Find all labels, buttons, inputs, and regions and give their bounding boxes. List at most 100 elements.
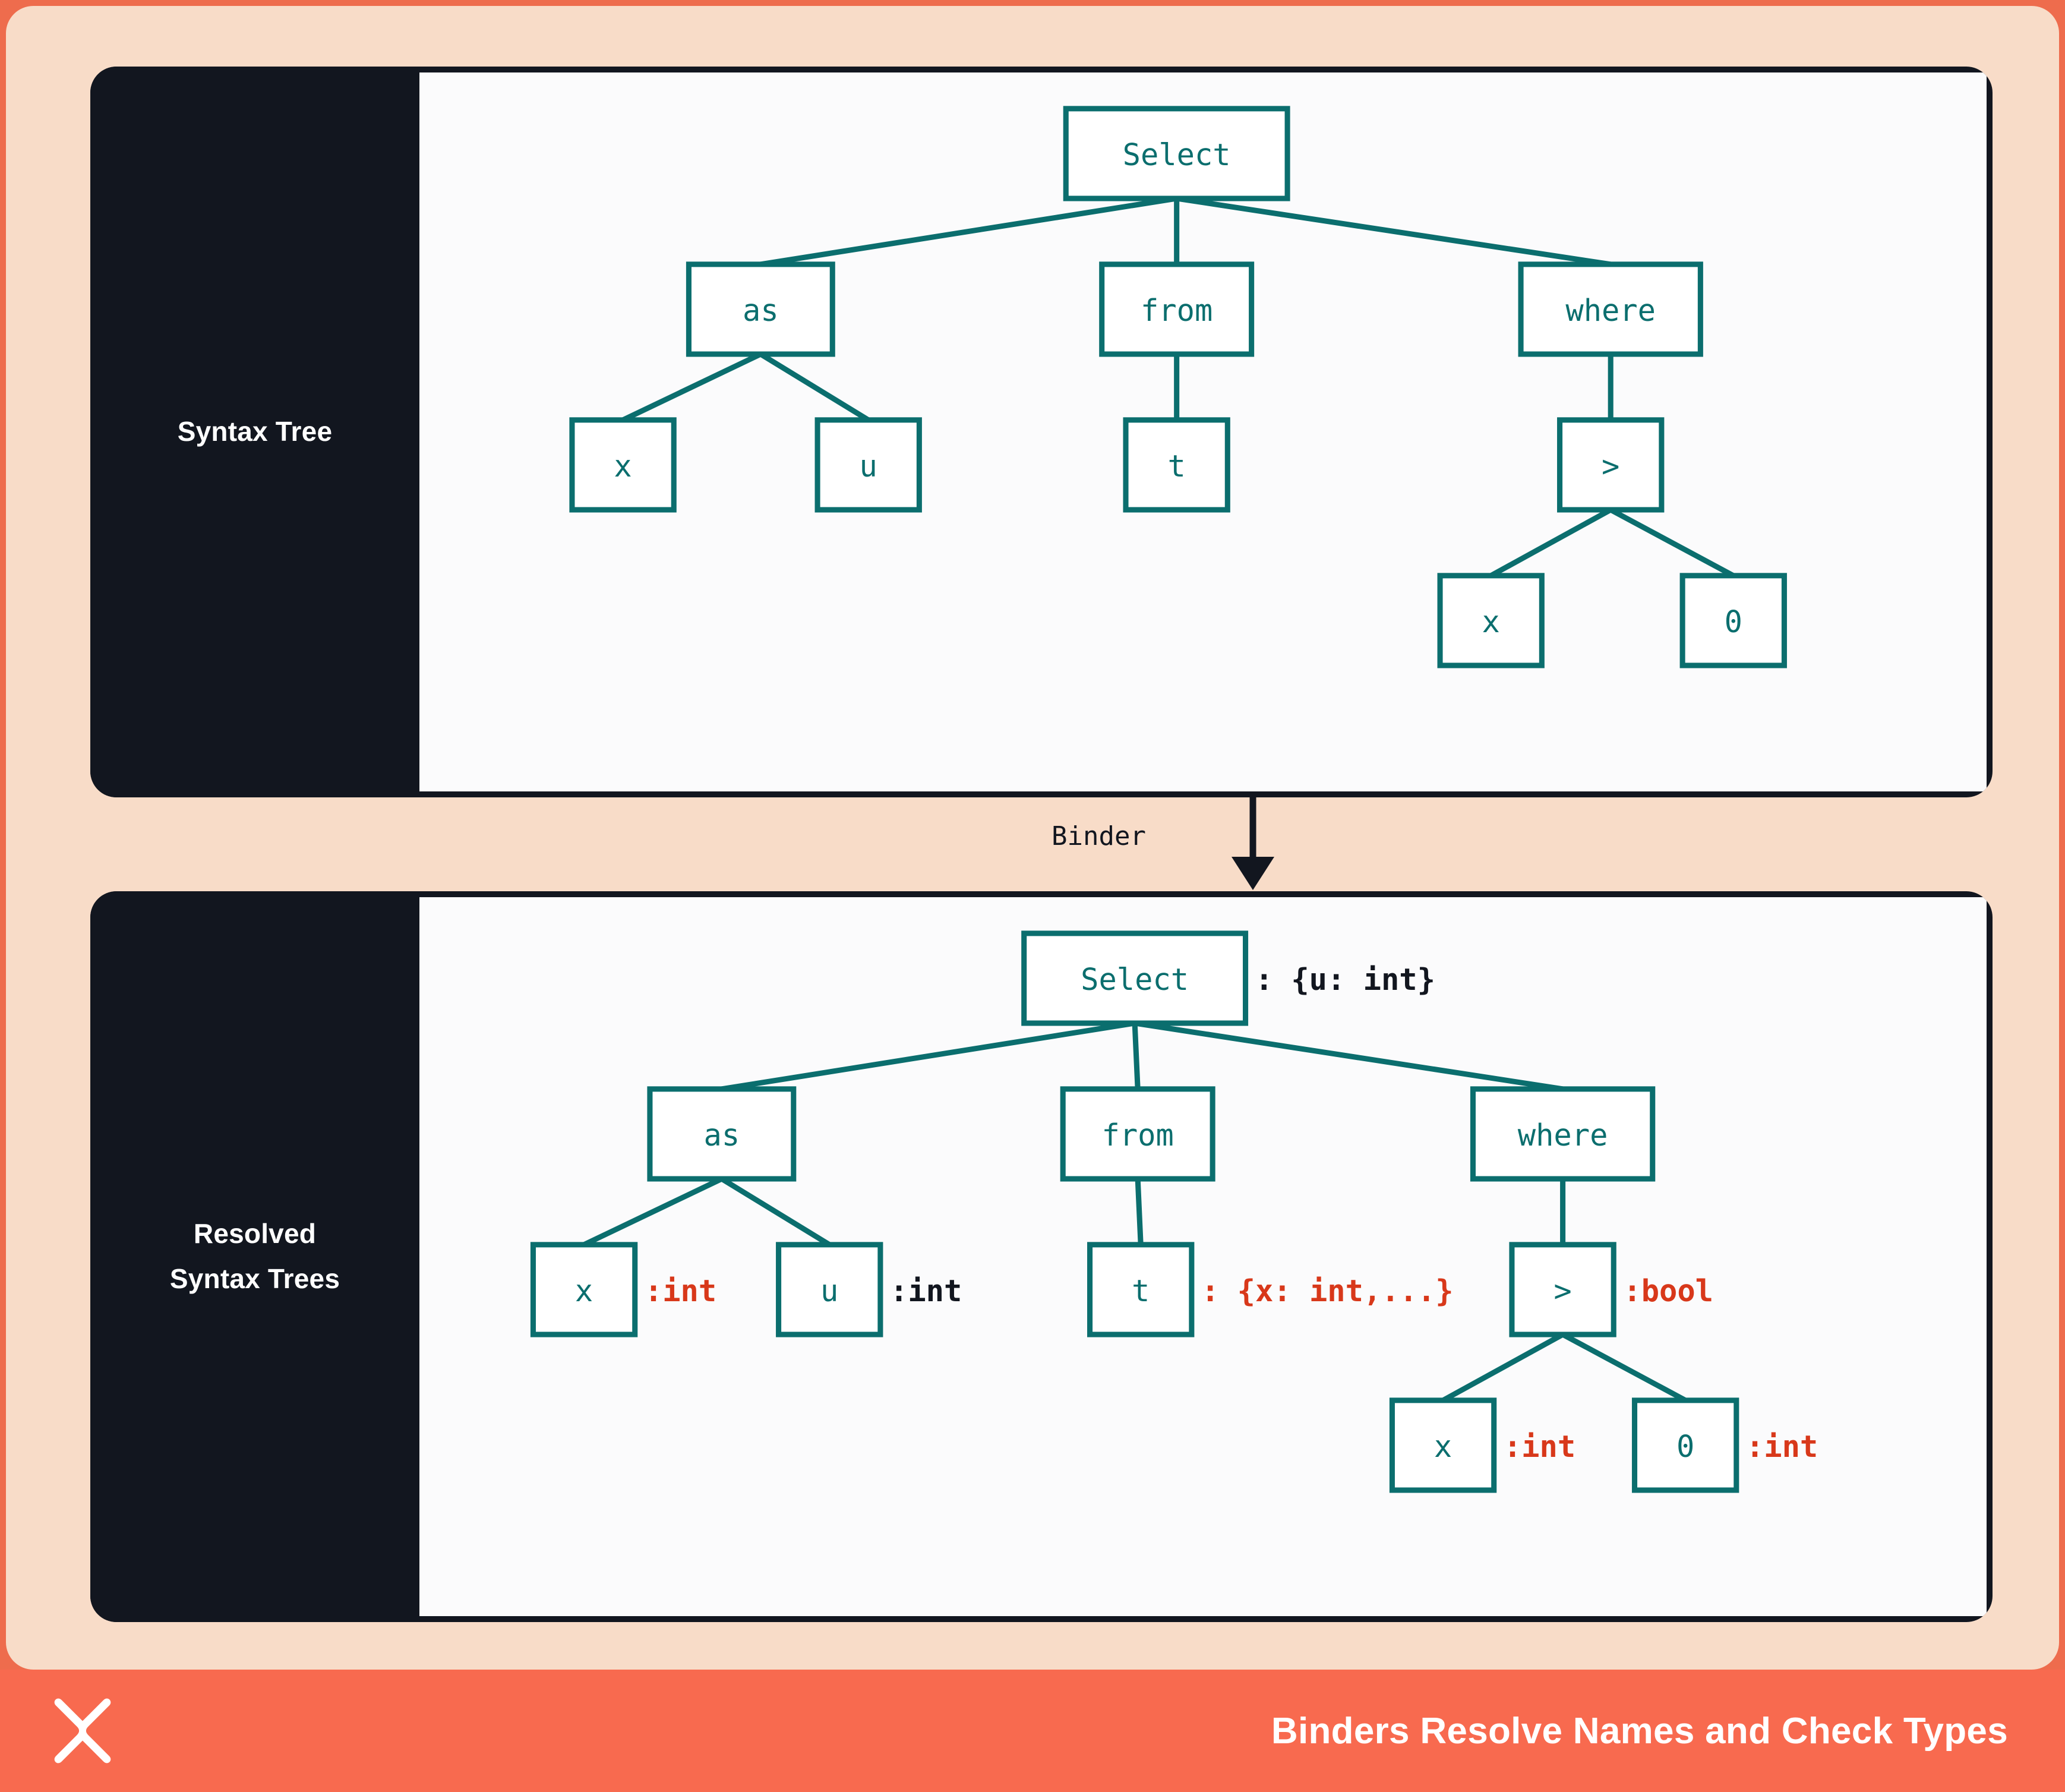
panel-syntax-tree-label-line-1: Syntax Tree xyxy=(177,416,333,447)
node-label: from xyxy=(1141,293,1213,328)
node-label: u xyxy=(860,449,877,484)
node-label: t xyxy=(1132,1273,1150,1308)
tree-node-from[interactable]: from xyxy=(1060,1086,1215,1182)
node-label: > xyxy=(1554,1273,1571,1308)
node-label: where xyxy=(1518,1118,1608,1153)
node-label: as xyxy=(704,1118,740,1153)
tree-edge xyxy=(760,195,1177,267)
tree-edge xyxy=(1132,1023,1141,1090)
syntax-tree-canvas: Select as from where x u t > x 0 xyxy=(419,72,1987,791)
tree-edge xyxy=(1135,1178,1144,1245)
resolved-syntax-tree-canvas: Select : {u: int} as from where x :int u :int t : … xyxy=(419,897,1987,1616)
node-type-annotation: :int xyxy=(1504,1429,1575,1464)
tree-node-gt-0[interactable]: 0 :int xyxy=(1631,1397,1818,1493)
syntax-tree-svg: Select as from where x u t > x 0 xyxy=(569,106,1787,668)
tree-node-as-x[interactable]: x :int xyxy=(530,1242,716,1337)
node-label: x xyxy=(1482,604,1500,639)
tree-node-select[interactable]: Select xyxy=(1063,106,1290,201)
tree-node-gt[interactable]: > :bool xyxy=(1509,1242,1713,1337)
node-box xyxy=(1557,417,1665,513)
tree-node-as[interactable]: as xyxy=(686,261,835,357)
node-box xyxy=(1470,1086,1656,1182)
tree-node-from-t[interactable]: t : {x: int,...} xyxy=(1087,1242,1454,1337)
node-box xyxy=(686,261,835,357)
tree-edge xyxy=(583,1176,723,1247)
node-box xyxy=(1060,1086,1215,1182)
panel-resolved-label-line-1: Resolved xyxy=(193,1218,317,1250)
tree-edge xyxy=(1489,507,1612,578)
node-box xyxy=(1679,573,1787,668)
binder-label: Binder xyxy=(1052,821,1146,851)
node-box xyxy=(1123,417,1230,513)
node-type-annotation: : {x: int,...} xyxy=(1201,1273,1454,1308)
node-box xyxy=(530,1242,638,1337)
tree-edge xyxy=(1176,195,1611,267)
resolved-syntax-tree-edges xyxy=(583,1020,1687,1403)
node-box xyxy=(569,417,677,513)
binder-arrow-icon xyxy=(1232,797,1274,890)
xtdb-logo-icon xyxy=(54,1698,111,1763)
node-box xyxy=(647,1086,797,1182)
node-label: u xyxy=(820,1273,838,1308)
tree-node-gt-0[interactable]: 0 xyxy=(1679,573,1787,668)
panel-resolved-syntax-trees: Resolved Syntax Trees Select : {u: int} as… xyxy=(90,891,1993,1622)
tree-node-as-u[interactable]: u xyxy=(814,417,922,513)
node-box xyxy=(1437,573,1545,668)
node-type-annotation: :int xyxy=(645,1273,716,1308)
tree-edge xyxy=(1561,1332,1687,1403)
node-box xyxy=(1087,1242,1195,1337)
node-label: 0 xyxy=(1725,604,1742,639)
panel-resolved-label-line-2: Syntax Trees xyxy=(169,1263,340,1294)
node-type-annotation: : {u: int} xyxy=(1255,962,1435,997)
node-box xyxy=(1099,261,1255,357)
node-label: as xyxy=(743,293,779,328)
tree-edge xyxy=(720,1176,831,1247)
node-label: 0 xyxy=(1676,1429,1694,1464)
node-label: from xyxy=(1102,1118,1174,1153)
tree-edge xyxy=(1441,1332,1564,1403)
node-label: > xyxy=(1602,449,1619,484)
node-label: where xyxy=(1565,293,1656,328)
syntax-tree-edges xyxy=(621,195,1735,578)
node-label: Select xyxy=(1081,962,1189,997)
tree-node-where[interactable]: where xyxy=(1518,261,1703,357)
tree-node-from-t[interactable]: t xyxy=(1123,417,1230,513)
tree-node-where[interactable]: where xyxy=(1470,1086,1656,1182)
node-type-annotation: :bool xyxy=(1623,1273,1713,1308)
node-label: Select xyxy=(1123,137,1231,172)
tree-node-as-u[interactable]: u :int xyxy=(776,1242,962,1337)
node-box xyxy=(1063,106,1290,201)
tree-node-as-x[interactable]: x xyxy=(569,417,677,513)
tree-node-gt[interactable]: > xyxy=(1557,417,1665,513)
tree-edge xyxy=(1134,1020,1564,1092)
tree-edge xyxy=(759,352,870,422)
node-label: x xyxy=(1434,1429,1452,1464)
node-box xyxy=(1021,930,1249,1026)
resolved-syntax-tree-svg: Select : {u: int} as from where x :int u :int t : … xyxy=(530,930,1818,1493)
tree-edge xyxy=(721,1020,1135,1092)
tree-node-from[interactable]: from xyxy=(1099,261,1255,357)
tree-edge xyxy=(1609,507,1735,578)
node-box xyxy=(776,1242,883,1337)
footer-title: Binders Resolve Names and Check Types xyxy=(1271,1710,2008,1752)
node-box xyxy=(1509,1242,1616,1337)
poster-canvas: Syntax Tree Select as from where x u t > x 0 Bind… xyxy=(6,6,2059,1670)
node-type-annotation: :int xyxy=(890,1273,962,1308)
binder-connector xyxy=(90,797,1993,891)
node-box xyxy=(1518,261,1703,357)
node-label: t xyxy=(1167,449,1185,484)
panel-resolved-syntax-trees-label: Resolved Syntax Trees xyxy=(90,891,419,1622)
tree-node-gt-x[interactable]: x :int xyxy=(1389,1397,1575,1493)
node-label: x xyxy=(575,1273,593,1308)
panel-syntax-tree: Syntax Tree Select as from where x u t > x 0 xyxy=(90,67,1993,797)
tree-edge xyxy=(621,351,762,422)
tree-node-select[interactable]: Select : {u: int} xyxy=(1021,930,1435,1026)
tree-node-gt-x[interactable]: x xyxy=(1437,573,1545,668)
panel-syntax-tree-label: Syntax Tree xyxy=(90,67,419,797)
node-box xyxy=(814,417,922,513)
footer-bar: Binders Resolve Names and Check Types xyxy=(0,1670,2065,1792)
node-type-annotation: :int xyxy=(1746,1429,1818,1464)
node-label: x xyxy=(614,449,632,484)
tree-node-as[interactable]: as xyxy=(647,1086,797,1182)
